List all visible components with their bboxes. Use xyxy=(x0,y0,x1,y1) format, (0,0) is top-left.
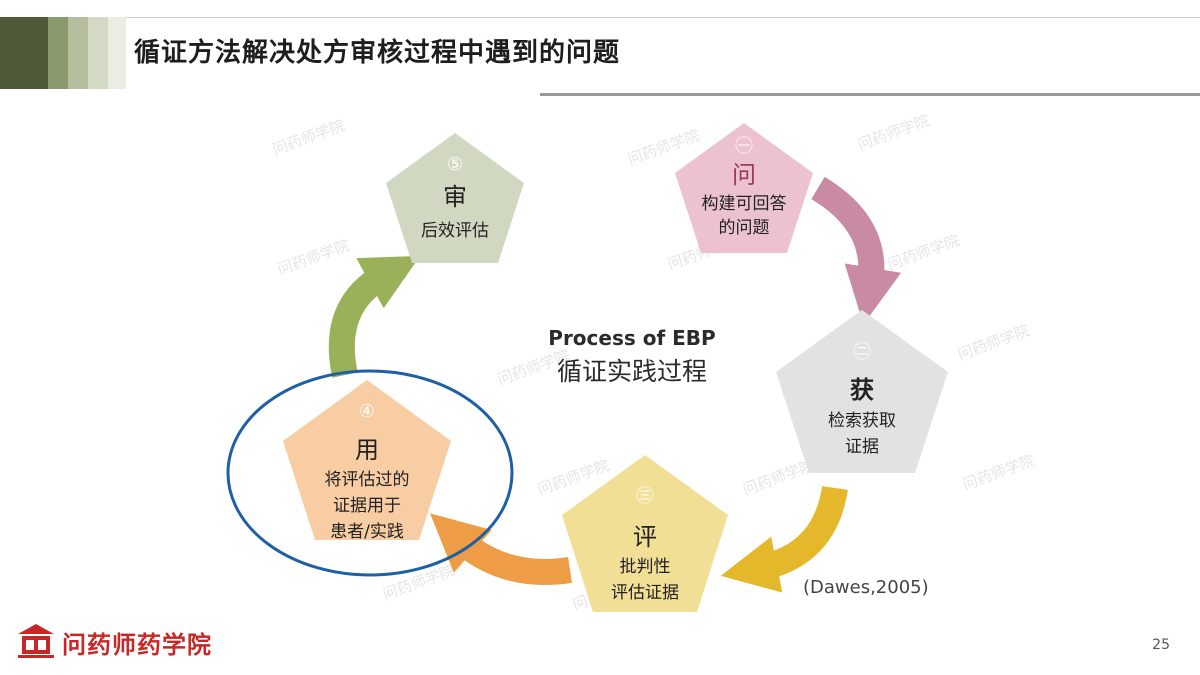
step-title: 用 xyxy=(355,436,379,464)
step-desc-line: 构建可回答 xyxy=(702,194,787,214)
step-number: ㊁ xyxy=(853,342,871,363)
watermark: 问药师学院 xyxy=(960,451,1037,494)
pentagon-apply xyxy=(283,380,451,540)
step-desc-line: 证据 xyxy=(845,437,879,457)
pentagon-audit xyxy=(386,133,524,263)
highlight-circle xyxy=(226,369,514,577)
watermark: 问药师学院 xyxy=(270,116,347,159)
header-bar-4 xyxy=(88,17,108,89)
header-bar-3 xyxy=(68,17,88,89)
step-desc-line: 证据用于 xyxy=(333,496,401,516)
pentagon-appraise xyxy=(562,455,728,612)
step-desc-line: 将评估过的 xyxy=(325,470,410,490)
step-desc-line: 评估证据 xyxy=(611,583,679,603)
logo-text: 问药师药学院 xyxy=(62,631,212,659)
pentagon-ask xyxy=(675,123,813,253)
watermark: 问药师学院 xyxy=(955,321,1032,364)
header-bar-1 xyxy=(0,17,48,89)
step-title: 审 xyxy=(443,183,467,211)
arrow-ask-to-acquire xyxy=(811,176,902,325)
center-title-en: Process of EBP xyxy=(548,326,715,350)
step-desc-line: 患者/实践 xyxy=(330,522,404,542)
step-number: ㊂ xyxy=(636,486,654,507)
arrow-appraise-to-apply xyxy=(430,513,572,585)
step-desc-line: 检索获取 xyxy=(828,411,896,431)
header-bar-5 xyxy=(108,17,126,89)
watermark: 问药师学院 xyxy=(855,111,932,154)
pentagon-acquire xyxy=(776,310,948,473)
header-bar-2 xyxy=(48,17,68,89)
step-number: ⑤ xyxy=(447,154,463,175)
watermark: 问药师学院 xyxy=(275,236,352,279)
step-number: ㊀ xyxy=(735,136,753,157)
citation: (Dawes,2005) xyxy=(803,577,929,598)
arrow-apply-to-audit xyxy=(328,255,421,378)
arrow-acquire-to-appraise xyxy=(720,485,848,593)
step-number: ④ xyxy=(359,401,375,422)
watermark: 问药师学院 xyxy=(885,231,962,274)
header-top-rule xyxy=(126,17,1200,18)
step-title: 问 xyxy=(732,161,756,189)
center-title-zh: 循证实践过程 xyxy=(557,357,707,386)
logo-icon xyxy=(18,624,54,658)
step-desc-line: 批判性 xyxy=(620,557,671,577)
watermark: 问药师学院 xyxy=(740,456,817,499)
step-desc-line: 后效评估 xyxy=(421,221,489,241)
page-number: 25 xyxy=(1152,637,1170,653)
slide-title: 循证方法解决处方审核过程中遇到的问题 xyxy=(134,38,621,68)
step-title: 评 xyxy=(633,523,657,551)
title-underline xyxy=(540,93,1200,96)
step-desc-line: 的问题 xyxy=(719,218,770,238)
step-title: 获 xyxy=(850,376,874,404)
